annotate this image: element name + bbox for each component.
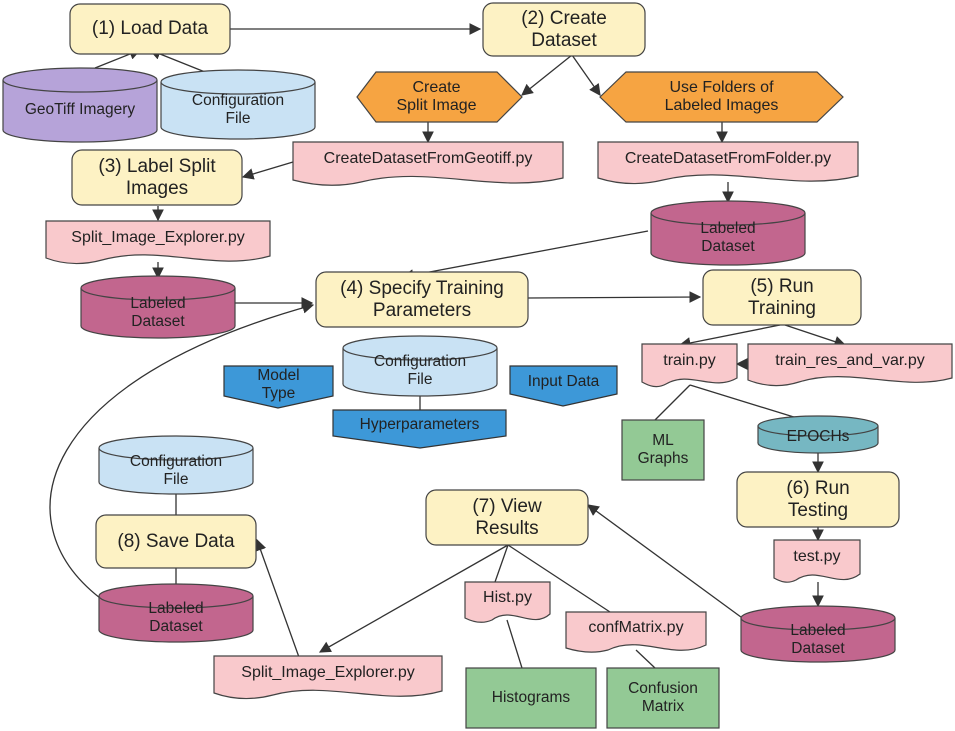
edge-view-to-hist bbox=[494, 544, 509, 583]
store-config-top bbox=[160, 69, 316, 140]
store-geotiff bbox=[2, 67, 158, 143]
file-explorer-bottom bbox=[213, 655, 443, 700]
edge-create-to-split bbox=[521, 54, 573, 96]
file-train bbox=[641, 343, 738, 388]
param-hyperparameters bbox=[332, 409, 507, 449]
step-label-split-images bbox=[71, 149, 243, 206]
edge-view-to-confmatrix bbox=[507, 544, 611, 613]
edge-hist-to-histograms bbox=[506, 619, 523, 669]
store-labeled-bottom-left bbox=[98, 583, 254, 643]
edge-confmatrix-to-confusion bbox=[635, 649, 656, 669]
step-run-training bbox=[702, 269, 862, 326]
store-labeled-right bbox=[650, 200, 806, 266]
step-run-testing bbox=[736, 471, 900, 528]
output-ml-graphs bbox=[621, 419, 705, 481]
store-labeled-bottom-right bbox=[740, 605, 896, 663]
step-view-results bbox=[425, 489, 589, 546]
cylinders bbox=[2, 67, 896, 663]
edge-run-training-to-train bbox=[678, 324, 781, 349]
edge-run-training-to-train-res bbox=[784, 324, 847, 348]
edge-geotiff-script-to-label bbox=[241, 161, 294, 180]
file-test bbox=[773, 539, 861, 583]
store-config-bottom bbox=[98, 435, 254, 495]
file-geotiff-script bbox=[292, 141, 564, 186]
edge-create-to-folders bbox=[571, 54, 601, 96]
choice-create-split-image bbox=[356, 71, 523, 123]
step-specify-training bbox=[315, 271, 529, 328]
edges bbox=[49, 23, 847, 669]
file-train-res bbox=[747, 343, 953, 387]
edge-labeled-loop-to-specify bbox=[49, 302, 315, 599]
edge-specify-to-run-training bbox=[527, 291, 702, 303]
file-explorer-top bbox=[45, 220, 271, 265]
param-input-data bbox=[509, 365, 618, 407]
edge-train-to-ml bbox=[654, 384, 691, 421]
edge-explorer-bottom-to-save bbox=[255, 538, 301, 661]
edge-labeled-right-to-specify bbox=[401, 230, 649, 281]
param-model-type bbox=[223, 365, 334, 409]
step-save-data bbox=[95, 514, 257, 569]
file-folder-script bbox=[597, 141, 859, 185]
step-create-dataset bbox=[482, 2, 646, 57]
store-epochs bbox=[757, 415, 879, 454]
steps bbox=[69, 2, 900, 569]
choice-shapes bbox=[356, 71, 844, 123]
store-labeled-left bbox=[80, 275, 236, 339]
file-hist bbox=[464, 581, 551, 623]
output-confusion-matrix bbox=[606, 667, 720, 729]
output-histograms bbox=[465, 667, 597, 729]
edge-labeled-to-view bbox=[587, 504, 746, 621]
param-shapes bbox=[223, 365, 618, 449]
file-shapes bbox=[45, 141, 953, 700]
edge-train-to-epochs bbox=[689, 384, 811, 423]
store-config-middle bbox=[342, 335, 498, 397]
step-load-data bbox=[69, 3, 231, 55]
file-confmatrix bbox=[565, 611, 707, 653]
output-shapes bbox=[465, 419, 720, 729]
edge-view-to-explorer-bottom bbox=[318, 544, 509, 653]
choice-use-folders bbox=[599, 71, 844, 123]
